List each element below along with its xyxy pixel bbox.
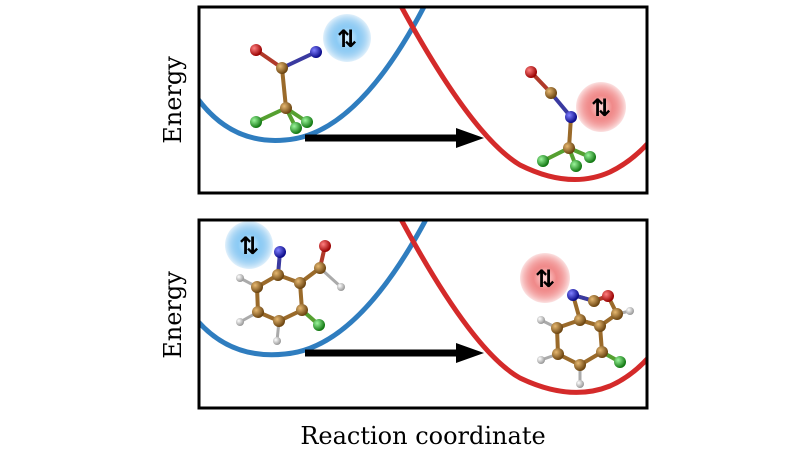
panel-top-reactant-molecule [250,44,322,134]
panel-top-left-spin-symbol: ⇅ [337,25,357,53]
panel-top-curves [200,7,647,183]
panel-bottom-ylabel: Energy [159,271,187,359]
panel-top-left-spin-badge: ⇅ [323,14,371,62]
panel-top-red-curve [398,7,647,183]
panel-top-blue-curve [200,7,427,143]
panel-top-right-spin-symbol: ⇅ [591,94,611,122]
panel-top: Energy ⇅ ⇅ [159,5,649,195]
panel-bottom-red-curve [398,220,647,395]
panel-top-right-spin-badge: ⇅ [576,82,626,132]
panel-bottom-right-spin-badge: ⇅ [520,253,570,303]
panel-bottom-product-molecule [537,289,634,388]
panel-bottom-right-spin-symbol: ⇅ [535,265,555,293]
panel-bottom-curves [200,220,647,395]
panel-top-ylabel: Energy [159,56,187,144]
panel-top-reaction-arrow [305,128,484,148]
panel-bottom: Energy ⇅ ⇅ [159,218,649,410]
panel-bottom-reaction-arrow [305,343,484,363]
panel-bottom-left-spin-symbol: ⇅ [239,232,259,260]
panel-bottom-reactant-molecule [236,240,345,345]
panel-top-frame [197,5,649,195]
panel-bottom-left-spin-badge: ⇅ [225,221,273,269]
x-axis-label: Reaction coordinate [300,422,545,450]
panel-bottom-blue-curve [200,220,429,358]
panel-top-product-molecule [525,66,596,172]
panel-bottom-frame [197,218,649,410]
